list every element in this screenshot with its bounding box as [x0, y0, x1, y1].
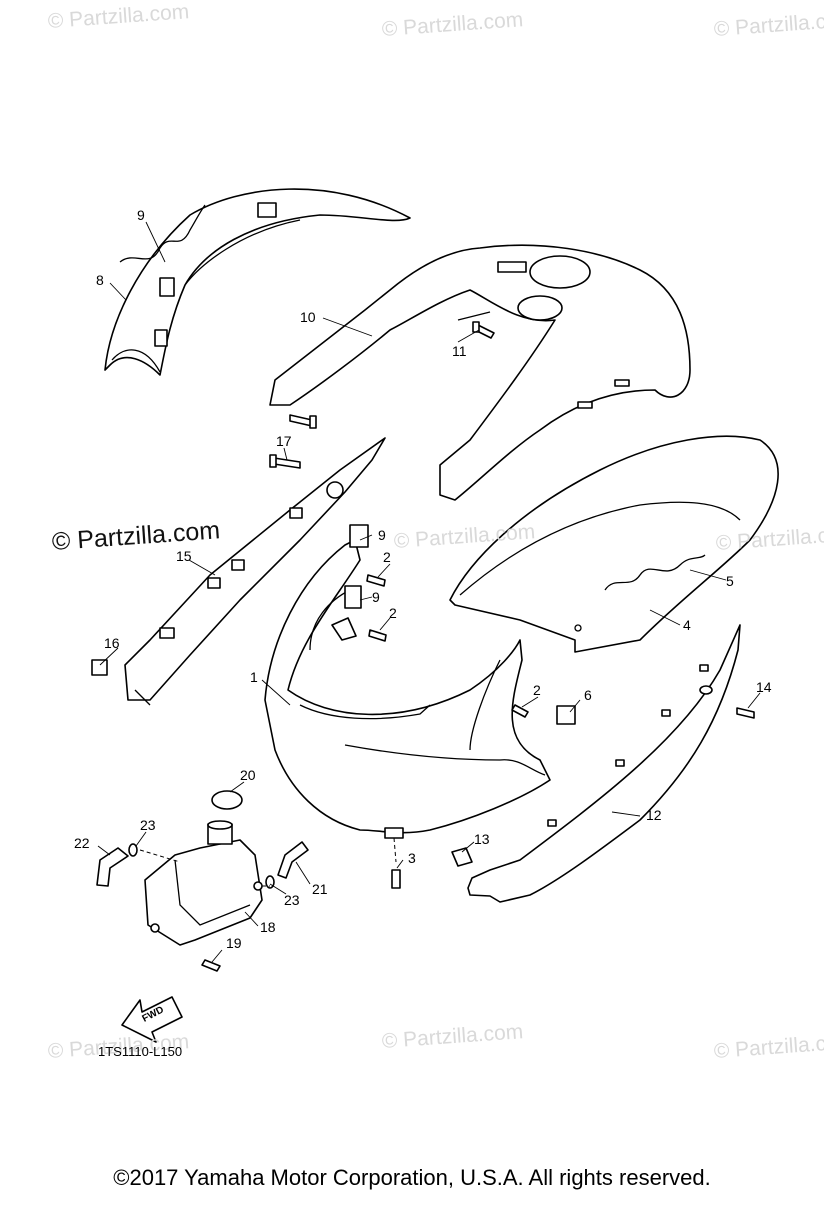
part-12-lower-panel[interactable] — [467, 624, 741, 903]
callout-23b[interactable]: 23 — [284, 892, 300, 908]
callout-1[interactable]: 1 — [250, 669, 258, 685]
callout-12[interactable]: 12 — [646, 807, 662, 823]
callout-2b[interactable]: 2 — [389, 605, 397, 621]
callout-23a[interactable]: 23 — [140, 817, 156, 833]
part-18-tank[interactable] — [144, 820, 263, 946]
part-10-top-cover[interactable] — [269, 244, 691, 501]
callout-19[interactable]: 19 — [226, 935, 242, 951]
callout-6[interactable]: 6 — [584, 687, 592, 703]
callout-22[interactable]: 22 — [74, 835, 90, 851]
part-6-nut[interactable] — [556, 705, 576, 725]
leader-lines — [97, 221, 761, 963]
callout-16[interactable]: 16 — [104, 635, 120, 651]
callout-2a[interactable]: 2 — [383, 549, 391, 565]
fwd-arrow — [121, 996, 183, 1043]
callout-3[interactable]: 3 — [408, 850, 416, 866]
copyright-notice: ©2017 Yamaha Motor Corporation, U.S.A. A… — [113, 1165, 711, 1190]
part-15-side-rail[interactable] — [124, 437, 386, 706]
part-21-hose[interactable] — [277, 841, 309, 879]
part-20-cap[interactable] — [211, 790, 243, 810]
callout-15[interactable]: 15 — [176, 548, 192, 564]
callout-2c[interactable]: 2 — [533, 682, 541, 698]
part-4-side-cover[interactable] — [449, 435, 779, 653]
part-16-clip[interactable] — [91, 659, 108, 676]
part-1-main-cover[interactable] — [264, 524, 551, 839]
callout-10[interactable]: 10 — [300, 309, 316, 325]
callout-5[interactable]: 5 — [726, 573, 734, 589]
callout-14[interactable]: 14 — [756, 679, 772, 695]
callout-9b-label[interactable]: 9 — [372, 589, 380, 605]
callout-7[interactable]: 8 — [96, 272, 104, 288]
callout-9a[interactable]: 9 — [378, 527, 386, 543]
callout-8[interactable]: 9 — [137, 207, 145, 223]
part-13-nut[interactable] — [451, 847, 473, 867]
callout-18[interactable]: 18 — [260, 919, 276, 935]
callout-11[interactable]: 11 — [452, 343, 467, 359]
callout-20[interactable]: 20 — [240, 767, 256, 783]
callout-21[interactable]: 21 — [312, 881, 328, 897]
callout-4[interactable]: 4 — [683, 617, 691, 633]
guide-lines — [139, 837, 397, 887]
part-22-hose[interactable] — [96, 847, 129, 887]
part-7-top-cover[interactable] — [104, 188, 411, 376]
diagram-code: 1TS1110-L150 — [98, 1044, 183, 1059]
vino-logo — [604, 554, 706, 591]
callout-13[interactable]: 13 — [474, 831, 490, 847]
screws[interactable] — [201, 321, 755, 972]
callout-17[interactable]: 17 — [276, 433, 292, 449]
logo-stroke — [119, 204, 206, 263]
